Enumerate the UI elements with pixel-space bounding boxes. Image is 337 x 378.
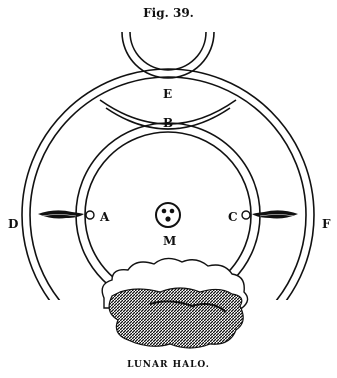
label-c: C: [228, 210, 238, 224]
label-a: A: [99, 210, 110, 224]
upper-tangent-arc-outer: [122, 32, 214, 78]
upper-tangent-arc-inner: [130, 32, 206, 70]
label-f: F: [322, 217, 331, 231]
label-b: B: [163, 116, 173, 130]
label-e: E: [163, 87, 172, 101]
cloud-bank: [102, 258, 247, 348]
moon-icon: [156, 203, 180, 227]
figure-caption: LUNAR HALO.: [0, 360, 337, 370]
label-d: D: [8, 217, 18, 231]
label-m: M: [163, 234, 176, 248]
